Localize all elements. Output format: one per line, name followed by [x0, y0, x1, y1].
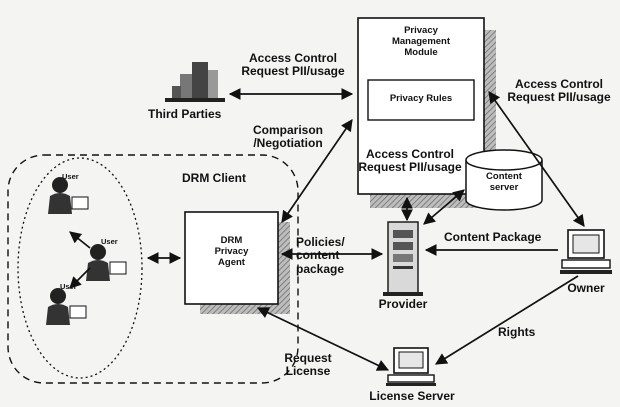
- connectors: [69, 88, 585, 371]
- arrow-module-agent: [281, 119, 353, 223]
- computer-icon: [386, 347, 436, 386]
- user-label-3: User: [60, 282, 77, 291]
- arrow-agent-license: [256, 307, 390, 371]
- content-package-label: Content Package: [444, 230, 542, 244]
- person-at-computer-icon: [86, 244, 127, 281]
- privacy-rules-box: [367, 79, 475, 121]
- user-label-1: User: [62, 172, 79, 181]
- user-label-2: User: [101, 237, 118, 246]
- privacy-rules-label: Privacy Rules: [389, 93, 453, 104]
- rights-label: Rights: [498, 325, 536, 339]
- arrow-user2-user1: [69, 231, 91, 249]
- users-group: [17, 157, 143, 379]
- third-parties-label: Third Parties: [148, 107, 222, 121]
- person-at-computer-icon: [46, 288, 87, 325]
- drm-privacy-agent: [184, 211, 290, 314]
- privacy-management-module: [357, 17, 496, 208]
- drm-client-label: DRM Client: [182, 171, 246, 185]
- arrow-owner-license: [434, 275, 579, 365]
- comparison-negotiation-label: Comparison/Negotiation: [252, 123, 323, 151]
- agent-box: [184, 211, 279, 305]
- person-at-computer-icon: [48, 177, 89, 214]
- arrow-server-provider: [423, 189, 465, 225]
- arrow-user2-user3: [69, 267, 91, 289]
- building-icon: [165, 62, 225, 102]
- computer-icon: [560, 229, 612, 274]
- provider-label: Provider: [378, 297, 428, 311]
- license-server-label: License Server: [369, 389, 455, 403]
- drm-client-region: [7, 154, 299, 384]
- owner-label: Owner: [567, 281, 605, 295]
- server-tower-icon: [383, 221, 423, 296]
- arrow-module-owner: [488, 91, 585, 227]
